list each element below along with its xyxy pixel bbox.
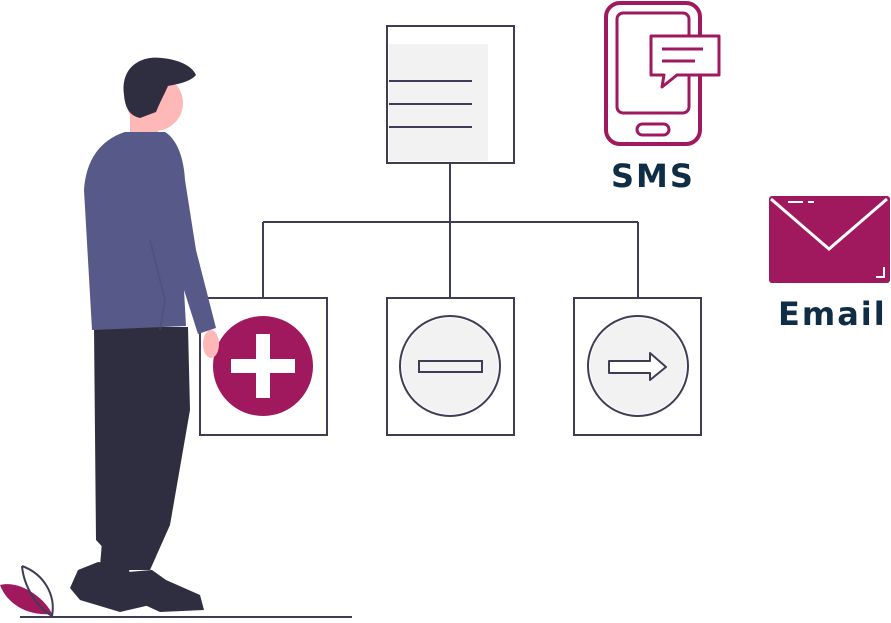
email-label: Email [778, 295, 887, 333]
person-illustration [70, 57, 219, 612]
leaf-plant-icon [0, 565, 54, 617]
envelope-icon [769, 196, 890, 283]
add-node[interactable] [199, 297, 328, 436]
sms-label: SMS [611, 157, 695, 195]
document-icon [386, 25, 515, 164]
forward-node[interactable] [573, 297, 702, 436]
minus-circle-icon [399, 315, 501, 417]
plus-circle-icon [213, 316, 313, 416]
arrow-right-icon [587, 315, 689, 417]
remove-node[interactable] [386, 297, 515, 436]
tree-connectors [262, 162, 639, 297]
smartphone-chat-icon [604, 1, 721, 146]
